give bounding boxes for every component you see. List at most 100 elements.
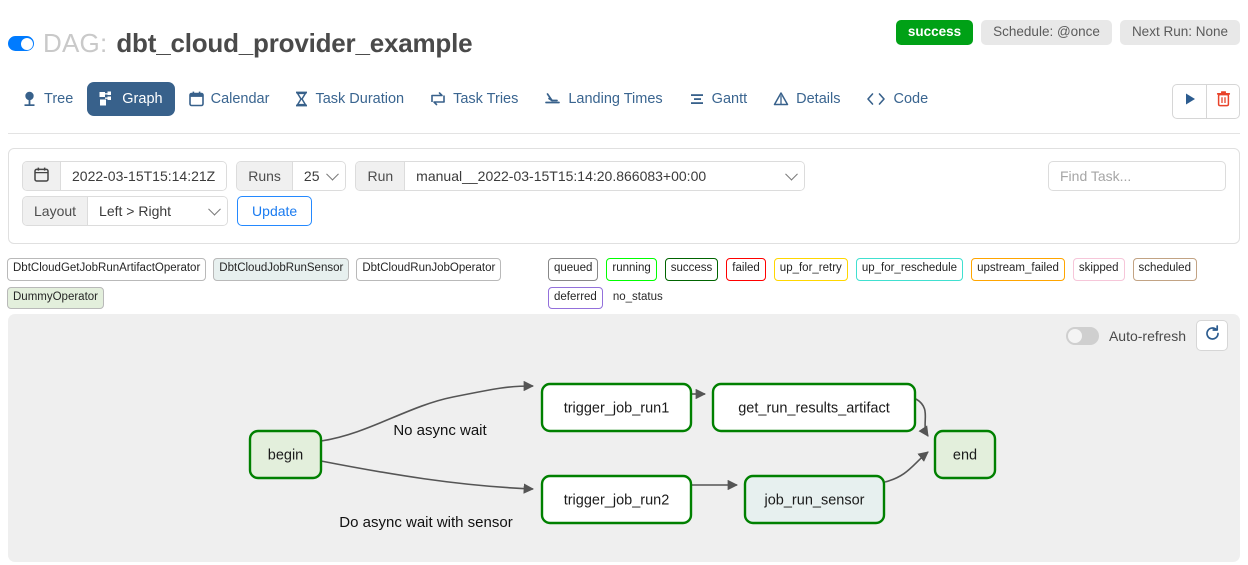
retry-icon <box>430 91 446 107</box>
status-chip[interactable]: up_for_retry <box>773 258 848 281</box>
tab-code[interactable]: Code <box>854 82 940 116</box>
operator-chip[interactable]: DummyOperator <box>7 286 104 309</box>
tab-label: Gantt <box>711 91 748 107</box>
graph-edges <box>320 380 929 494</box>
delete-dag-button[interactable] <box>1206 85 1239 118</box>
run-label: Run <box>356 162 405 190</box>
graph-svg: begin trigger_job_run1 get_run_results_art… <box>248 380 997 531</box>
graph-node-label: get_run_results_artifact <box>738 400 890 416</box>
refresh-icon <box>1204 324 1221 347</box>
graph-nodes: begin trigger_job_run1 get_run_results_art… <box>248 382 997 525</box>
dag-prefix-label: DAG: <box>43 28 108 58</box>
status-chip[interactable]: skipped <box>1072 258 1125 281</box>
graph-node[interactable]: begin <box>248 429 323 480</box>
controls-row-bottom: Layout Left > Right Update <box>22 196 313 226</box>
dag-action-buttons <box>1172 84 1240 119</box>
code-icon <box>866 92 886 106</box>
edge-begin-to-trigger_job_run2 <box>320 460 535 494</box>
chevron-down-icon <box>785 167 799 181</box>
graph-edge-label: Do async wait with sensor <box>339 514 512 531</box>
tab-calendar[interactable]: Calendar <box>177 82 282 116</box>
dag-name-label: dbt_cloud_provider_example <box>116 28 473 58</box>
status-legend: queued running success failed up_for_retry up… <box>548 258 1242 309</box>
runs-group: Runs 25 <box>236 161 347 191</box>
auto-refresh-controls: Auto-refresh <box>1065 320 1228 351</box>
layout-select[interactable]: Left > Right <box>87 197 228 225</box>
graph-edge-label: No async wait <box>393 422 487 439</box>
calendar-small-icon <box>34 167 49 185</box>
chevron-down-icon <box>208 202 221 216</box>
tab-label: Graph <box>122 91 163 107</box>
tabs-divider <box>8 133 1240 134</box>
run-group: Run manual__2022-03-15T15:14:20.866083+0… <box>355 161 806 191</box>
status-chip[interactable]: upstream_failed <box>971 258 1065 281</box>
status-chip[interactable]: success <box>664 258 719 281</box>
status-chip[interactable]: deferred <box>548 286 603 309</box>
graph-legend: DbtCloudGetJobRunArtifactOperator DbtClou… <box>0 256 1248 309</box>
runs-select-value: 25 <box>303 168 320 184</box>
status-chip[interactable]: no_status <box>612 290 663 303</box>
operator-chip[interactable]: DbtCloudRunJobOperator <box>356 258 502 281</box>
graph-node[interactable]: trigger_job_run2 <box>540 474 693 525</box>
auto-refresh-toggle[interactable] <box>1065 326 1099 345</box>
graph-node[interactable]: trigger_job_run1 <box>540 382 693 433</box>
dag-pause-toggle[interactable] <box>8 36 34 51</box>
tab-graph[interactable]: Graph <box>87 82 175 116</box>
gantt-icon <box>689 91 705 107</box>
dag-title: DAG: dbt_cloud_provider_example <box>8 28 473 59</box>
run-select[interactable]: manual__2022-03-15T15:14:20.866083+00:00 <box>404 162 805 190</box>
tab-gantt[interactable]: Gantt <box>677 82 759 116</box>
execution-date-input[interactable]: 2022-03-15T15:14:21Z <box>60 162 227 190</box>
edge-job_run_sensor-to-end <box>884 451 929 483</box>
tab-label: Landing Times <box>568 91 663 107</box>
dag-graph-canvas[interactable]: Auto-refresh <box>8 314 1240 562</box>
runs-label: Runs <box>237 162 292 190</box>
play-icon <box>1183 92 1197 111</box>
tab-details[interactable]: Details <box>761 82 852 116</box>
layout-select-value: Left > Right <box>99 203 172 219</box>
operator-chip[interactable]: DbtCloudGetJobRunArtifactOperator <box>7 258 207 281</box>
status-chip[interactable]: queued <box>548 258 599 281</box>
schedule-badge[interactable]: Schedule: @once <box>981 20 1112 45</box>
graph-node[interactable]: job_run_sensor <box>743 474 886 525</box>
graph-node[interactable]: get_run_results_artifact <box>711 382 917 433</box>
hourglass-icon <box>295 91 308 107</box>
status-chip[interactable]: up_for_reschedule <box>855 258 964 281</box>
header-badges: success Schedule: @once Next Run: None <box>895 20 1240 45</box>
landing-icon <box>544 91 561 107</box>
tab-label: Code <box>893 91 929 107</box>
graph-node-label: end <box>953 447 977 463</box>
graph-edge-labels: No async wait Do async wait with sensor <box>339 422 512 531</box>
calendar-icon <box>188 91 204 107</box>
view-tabs: Tree Graph Calendar Task Duration Task T <box>10 82 940 116</box>
status-chip[interactable]: failed <box>726 258 766 281</box>
tab-task-duration[interactable]: Task Duration <box>283 82 416 116</box>
tab-label: Task Duration <box>315 91 405 107</box>
tab-task-tries[interactable]: Task Tries <box>418 82 530 116</box>
status-badge: success <box>895 20 974 45</box>
auto-refresh-label: Auto-refresh <box>1108 327 1186 344</box>
graph-node-label: trigger_job_run2 <box>564 492 670 508</box>
refresh-button[interactable] <box>1196 320 1228 351</box>
calendar-button[interactable] <box>23 162 60 190</box>
tab-label: Tree <box>44 91 74 107</box>
update-button[interactable]: Update <box>237 196 313 226</box>
find-task-input[interactable]: Find Task... <box>1048 161 1226 191</box>
tab-tree[interactable]: Tree <box>10 82 85 116</box>
controls-row-top: 2022-03-15T15:14:21Z Runs 25 Run manual_… <box>22 161 814 191</box>
graph-icon <box>99 91 115 107</box>
status-chip[interactable]: scheduled <box>1132 258 1197 281</box>
graph-node-label: job_run_sensor <box>764 492 865 508</box>
chevron-down-icon <box>326 167 340 181</box>
graph-node-label: begin <box>268 447 303 463</box>
runs-select[interactable]: 25 <box>291 162 346 190</box>
graph-node[interactable]: end <box>933 429 997 480</box>
tab-landing-times[interactable]: Landing Times <box>532 82 674 116</box>
tab-label: Details <box>796 91 841 107</box>
layout-group: Layout Left > Right <box>22 196 229 226</box>
trigger-dag-button[interactable] <box>1173 85 1206 118</box>
edge-begin-to-trigger_job_run1 <box>320 380 535 442</box>
status-chip[interactable]: running <box>606 258 657 281</box>
next-run-badge[interactable]: Next Run: None <box>1119 20 1240 45</box>
operator-chip[interactable]: DbtCloudJobRunSensor <box>213 258 350 281</box>
